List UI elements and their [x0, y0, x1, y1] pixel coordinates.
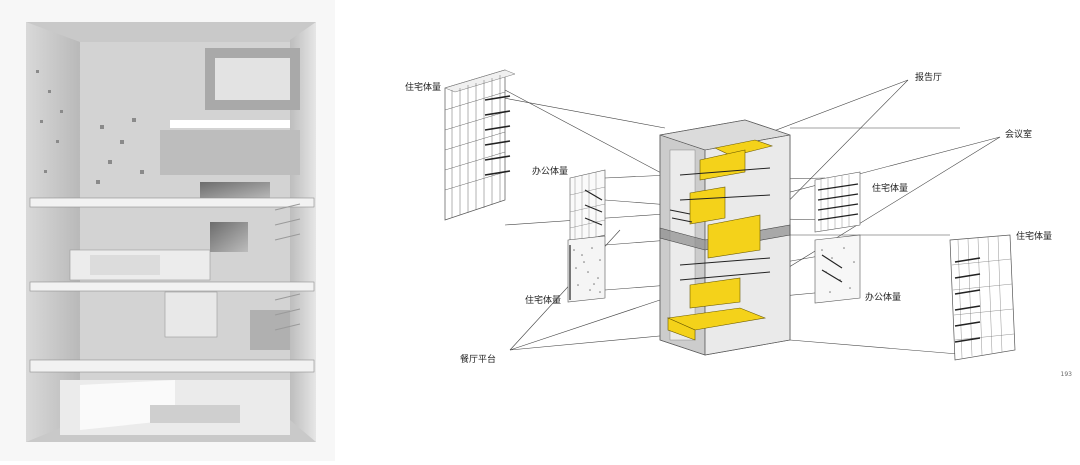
axonometric-diagram: 住宅体量 报告厅 会议室 办公体量 住宅体量 住宅体量 住宅体量 办公体量 餐厅…	[360, 0, 1080, 461]
floor-plates	[669, 167, 771, 281]
label-residential-top-left: 住宅体量	[405, 83, 442, 93]
floor-slab-3	[29, 359, 315, 373]
perforations	[36, 70, 144, 184]
upper-volume-inner	[215, 58, 290, 100]
middle-block	[160, 130, 300, 175]
floor-slab-2	[29, 281, 315, 292]
mid-shadow	[210, 222, 248, 252]
right-wall	[290, 22, 316, 442]
floor-slab-1	[29, 197, 315, 208]
label-restaurant-platform: 餐厅平台	[460, 355, 497, 365]
lower-column	[164, 291, 218, 338]
label-residential-mid-right: 住宅体量	[872, 184, 909, 194]
light-slit	[170, 120, 290, 128]
residential-block-mid-right	[814, 171, 861, 233]
residential-block-top-left	[444, 69, 516, 221]
residential-block-far-right	[949, 234, 1016, 361]
label-office-right: 办公体量	[865, 293, 902, 303]
central-tower	[659, 119, 791, 356]
shadow-block	[200, 182, 270, 200]
model-photo-svg	[0, 0, 335, 461]
office-block-left	[569, 169, 606, 244]
side-fins	[274, 203, 301, 331]
diagram-svg	[444, 69, 1016, 361]
model-photo	[0, 0, 335, 461]
lower-shadow	[250, 310, 290, 350]
label-lecture-hall: 报告厅	[915, 73, 943, 83]
office-block-right	[814, 234, 861, 304]
label-residential-far-right: 住宅体量	[1016, 232, 1053, 242]
label-office-left: 办公体量	[532, 167, 569, 177]
mid-inner	[90, 255, 160, 275]
page-number: 193	[1060, 371, 1072, 378]
left-wall	[26, 22, 80, 442]
label-meeting-room: 会议室	[1005, 130, 1033, 140]
bottom-block	[150, 405, 240, 423]
residential-block-lower-left	[567, 235, 606, 303]
label-residential-lower-left: 住宅体量	[525, 296, 562, 306]
